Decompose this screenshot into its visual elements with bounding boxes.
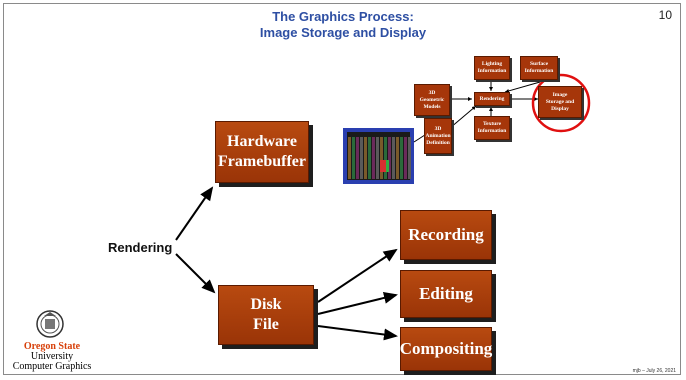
disk-file-box: Disk File xyxy=(218,285,314,345)
mini-line-animation xyxy=(449,105,477,129)
mini-storage-text2: Storage and xyxy=(545,98,575,105)
compositing-box: Compositing xyxy=(400,327,492,371)
framebuffer-column xyxy=(356,137,359,179)
mini-models-text2: Geometric xyxy=(419,96,445,103)
logo-line3: Computer Graphics xyxy=(12,361,92,372)
mini-models-text3: Models xyxy=(423,103,441,110)
framebuffer-column xyxy=(400,137,403,179)
slide-title-line1: The Graphics Process: xyxy=(272,9,414,24)
mini-storage-text1: Image xyxy=(552,91,568,98)
mini-box-surface: Surface Information xyxy=(520,56,558,80)
framebuffer-column xyxy=(376,137,379,179)
mini-surface-text2: Information xyxy=(524,68,554,74)
mini-models-text1: 3D xyxy=(428,89,436,96)
mini-box-storage: Image Storage and Display xyxy=(538,86,582,118)
framebuffer-text1: Hardware xyxy=(227,133,297,150)
mini-surface-text1: Surface xyxy=(529,61,549,67)
arrow-to-editing xyxy=(317,292,398,315)
framebuffer-column xyxy=(388,137,391,179)
mini-rendering-text: Rendering xyxy=(479,95,505,102)
editing-box: Editing xyxy=(400,270,492,318)
logo-line2: University xyxy=(30,351,74,362)
framebuffer-column xyxy=(384,137,387,179)
mini-box-lighting: Lighting Information xyxy=(474,56,510,80)
mini-animation-text3: Definition xyxy=(426,139,450,146)
mini-box-animation: 3D Animation Definition xyxy=(424,118,452,154)
disk-text1: Disk xyxy=(250,296,282,313)
footer-date: mjb – July 26, 2021 xyxy=(632,368,676,374)
highlight-circle xyxy=(531,73,591,133)
mini-texture-text1: Texture xyxy=(482,121,502,127)
slide-title-line2: Image Storage and Display xyxy=(259,25,427,40)
framebuffer-column xyxy=(396,137,399,179)
mini-box-rendering: Rendering xyxy=(474,92,510,106)
framebuffer-text2: Framebuffer xyxy=(218,153,306,170)
mini-box-models: 3D Geometric Models xyxy=(414,84,450,116)
editing-text: Editing xyxy=(419,284,473,303)
framebuffer-column xyxy=(352,137,355,179)
framebuffer-highlight-pixel xyxy=(386,160,389,172)
framebuffer-column xyxy=(408,137,411,179)
mini-box-texture: Texture Information xyxy=(474,116,510,140)
arrow-to-compositing xyxy=(317,325,398,341)
mini-texture-text2: Information xyxy=(477,128,507,134)
framebuffer-column xyxy=(392,137,395,179)
framebuffer-image xyxy=(343,128,414,184)
mini-lighting-text1: Lighting xyxy=(481,61,503,67)
disk-text2: File xyxy=(253,316,279,333)
compositing-text: Compositing xyxy=(399,339,493,358)
framebuffer-column xyxy=(360,137,363,179)
mini-lighting-text2: Information xyxy=(477,68,507,74)
recording-box: Recording xyxy=(400,210,492,260)
arrow-to-framebuffer xyxy=(175,186,214,241)
framebuffer-box: Hardware Framebuffer xyxy=(215,121,309,183)
framebuffer-column xyxy=(404,137,407,179)
mini-animation-text2: Animation xyxy=(425,132,451,139)
framebuffer-highlight-pixel xyxy=(380,160,386,172)
framebuffer-column xyxy=(348,137,351,179)
framebuffer-column xyxy=(372,137,375,179)
framebuffer-column xyxy=(368,137,371,179)
page-number: 10 xyxy=(658,8,672,22)
slide-border xyxy=(3,3,681,375)
arrow-to-recording xyxy=(317,248,398,303)
mini-animation-text1: 3D xyxy=(434,125,442,132)
logo-line1: Oregon State xyxy=(23,341,81,352)
framebuffer-column xyxy=(364,137,367,179)
mini-line-surface xyxy=(504,81,541,93)
rendering-label: Rendering xyxy=(108,240,173,255)
recording-text: Recording xyxy=(408,225,484,244)
arrow-to-disk xyxy=(175,253,216,294)
framebuffer-column xyxy=(380,137,383,179)
mini-storage-text3: Display xyxy=(551,105,569,112)
